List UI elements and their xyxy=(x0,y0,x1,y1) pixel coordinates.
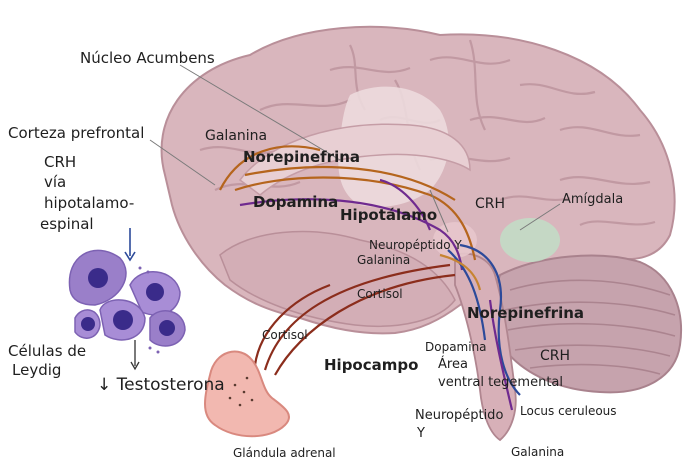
label-testosterona: ↓ Testosterona xyxy=(97,377,225,395)
label-y-bottom: Y xyxy=(417,427,425,441)
label-crh-top: CRH xyxy=(475,197,505,212)
label-hipocampo: Hipocampo xyxy=(324,358,418,374)
label-nucleo-acumbens: Núcleo Acumbens xyxy=(80,51,215,67)
label-crh-bottom: CRH xyxy=(540,349,570,364)
leydig-cells xyxy=(69,250,185,353)
label-leydig: Leydig xyxy=(12,363,61,379)
amygdala-region xyxy=(500,218,560,262)
label-neuropeptido-y-top: Neuropéptido Y xyxy=(369,239,462,252)
label-norepinefrina-top: Norepinefrina xyxy=(243,150,360,166)
label-galanina-bottom: Galanina xyxy=(511,446,564,459)
label-celulas-de: Células de xyxy=(8,344,86,360)
label-cortisol-left: Cortisol xyxy=(262,329,308,342)
label-ventral-tegmental: ventral tegemental xyxy=(438,376,563,390)
label-hipotalamo-espinal-1: hipotalamo- xyxy=(44,196,134,212)
label-glandula-adrenal: Glándula adrenal xyxy=(233,447,336,460)
label-cortisol-mid: Cortisol xyxy=(357,288,403,301)
label-dopamina-top: Dopamina xyxy=(253,195,338,211)
label-via: vía xyxy=(44,175,66,191)
label-hipotalamo: Hipotálamo xyxy=(340,208,437,224)
label-corteza-prefrontal: Corteza prefrontal xyxy=(8,126,144,142)
label-neuropeptido-bottom: Neuropéptido xyxy=(415,409,503,423)
label-area: Área xyxy=(438,358,468,372)
label-norepinefrina-bottom: Norepinefrina xyxy=(467,306,584,322)
label-galanina-mid: Galanina xyxy=(357,254,410,267)
label-crh-left: CRH xyxy=(44,155,76,171)
label-locus-ceruleous: Locus ceruleous xyxy=(520,405,617,418)
label-dopamina-bottom: Dopamina xyxy=(425,341,487,354)
label-hipotalamo-espinal-2: espinal xyxy=(40,217,94,233)
label-galanina-top: Galanina xyxy=(205,129,267,144)
label-amigdala: Amígdala xyxy=(562,193,623,207)
